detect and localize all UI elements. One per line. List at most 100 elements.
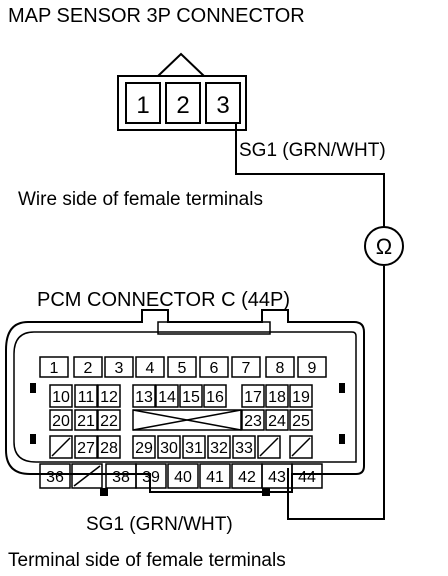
pcm-cell: [241, 409, 265, 431]
pcm-terminal-13: 13: [135, 389, 153, 406]
wire-side-note: Wire side of female terminals: [18, 189, 263, 210]
pcm-cell: [297, 356, 327, 378]
pcm-empty-slot: [291, 437, 311, 457]
pcm-cell: [265, 409, 289, 431]
pcm-cell: [232, 435, 256, 459]
wire-sg1-meter-to-pcm: [287, 266, 385, 520]
ohmmeter-icon: [364, 226, 404, 266]
pcm-terminal-14: 14: [158, 389, 176, 406]
pcm-terminal-1: 1: [50, 360, 59, 377]
pcm-terminal-30: 30: [160, 440, 178, 457]
pcm-cell: [167, 356, 197, 378]
pcm-cell: [291, 463, 323, 489]
terminal-side-note: Terminal side of female terminals: [8, 550, 286, 571]
pcm-terminal-28: 28: [100, 440, 118, 457]
pcm-connector-housing: [5, 309, 365, 493]
pcm-terminal-9: 9: [308, 360, 317, 377]
pcm-cell: [155, 384, 179, 408]
pcm-terminal-23: 23: [244, 413, 262, 430]
pcm-terminal-25: 25: [292, 413, 310, 430]
pcm-terminal-36: 36: [46, 469, 64, 486]
latch-mark: [30, 434, 36, 444]
wire-label-top: SG1 (GRN/WHT): [239, 140, 386, 161]
pcm-cell: [73, 356, 103, 378]
pcm-terminal-43: 43: [268, 469, 286, 486]
pcm-cell: [135, 463, 167, 489]
pcm-terminal-21: 21: [77, 413, 95, 430]
pcm-cell: [157, 435, 181, 459]
pcm-terminal-31: 31: [185, 440, 203, 457]
pcm-cell: [39, 463, 71, 489]
pcm-terminal-33: 33: [235, 440, 253, 457]
pcm-cell: [289, 384, 313, 408]
latch-mark: [339, 434, 345, 444]
pcm-terminal-24: 24: [268, 413, 286, 430]
latch-mark: [30, 383, 36, 393]
pcm-cell: [289, 435, 313, 459]
latch-mark: [262, 488, 270, 496]
pcm-terminal-38: 38: [112, 469, 130, 486]
pcm-cell: [97, 384, 121, 408]
pcm-cell: [265, 384, 289, 408]
pcm-cell: [97, 409, 121, 431]
pcm-terminal-22: 22: [100, 413, 118, 430]
pcm-cell: [182, 435, 206, 459]
pcm-terminal-39: 39: [142, 469, 160, 486]
ohm-symbol: Ω: [376, 234, 392, 259]
pcm-empty-slot: [259, 437, 279, 457]
pcm-cell: [135, 356, 165, 378]
pcm-cell: [97, 435, 121, 459]
pcm-empty-slot: [73, 465, 101, 487]
pcm-cell: [199, 356, 229, 378]
pcm-blank-region: [132, 409, 242, 431]
pcm-connector-title: PCM CONNECTOR C (44P): [37, 289, 290, 311]
pcm-cell: [179, 384, 203, 408]
pcm-terminal-29: 29: [135, 440, 153, 457]
pcm-cell: [265, 356, 295, 378]
pcm-cell: [49, 435, 73, 459]
pcm-terminal-6: 6: [210, 360, 219, 377]
pcm-terminal-10: 10: [52, 389, 70, 406]
pcm-terminal-7: 7: [242, 360, 251, 377]
pcm-terminal-12: 12: [100, 389, 118, 406]
pcm-terminal-44: 44: [298, 469, 316, 486]
pcm-terminal-16: 16: [206, 389, 224, 406]
pcm-cell: [74, 384, 98, 408]
pcm-terminal-15: 15: [182, 389, 200, 406]
pcm-cell: [257, 435, 281, 459]
pcm-terminal-11: 11: [78, 389, 95, 406]
map-terminal-2: 2: [176, 92, 189, 119]
pcm-cell: [74, 409, 98, 431]
pcm-terminal-19: 19: [292, 389, 310, 406]
pcm-empty-slot: [51, 437, 71, 457]
map-connector: [117, 52, 247, 131]
pcm-cell: [241, 384, 265, 408]
page-title: MAP SENSOR 3P CONNECTOR: [8, 5, 305, 27]
pcm-cell: [289, 409, 313, 431]
pcm-cell: [104, 356, 134, 378]
pcm-cell: [199, 463, 231, 489]
pcm-cell: [49, 384, 73, 408]
pcm-terminal-18: 18: [268, 389, 286, 406]
pcm-terminal-2: 2: [84, 360, 93, 377]
pcm-terminal-17: 17: [244, 389, 262, 406]
pcm-cell: [203, 384, 227, 408]
pcm-terminal-27: 27: [77, 440, 95, 457]
wire-label-bottom: SG1 (GRN/WHT): [86, 514, 233, 535]
pcm-terminal-4: 4: [146, 360, 155, 377]
pcm-cell: [207, 435, 231, 459]
pcm-terminal-3: 3: [115, 360, 124, 377]
wire-sg1-map-to-meter: [235, 123, 385, 227]
pcm-terminal-5: 5: [178, 360, 187, 377]
pcm-cell: [231, 356, 261, 378]
pcm-terminal-20: 20: [52, 413, 70, 430]
pcm-cell: [132, 384, 156, 408]
map-terminal-1: 1: [136, 92, 149, 119]
pcm-terminal-40: 40: [174, 469, 192, 486]
map-terminal-3: 3: [216, 92, 229, 119]
pcm-terminal-8: 8: [276, 360, 285, 377]
pcm-terminal-42: 42: [238, 469, 256, 486]
pcm-cell: [71, 463, 103, 489]
pcm-cell: [49, 409, 73, 431]
